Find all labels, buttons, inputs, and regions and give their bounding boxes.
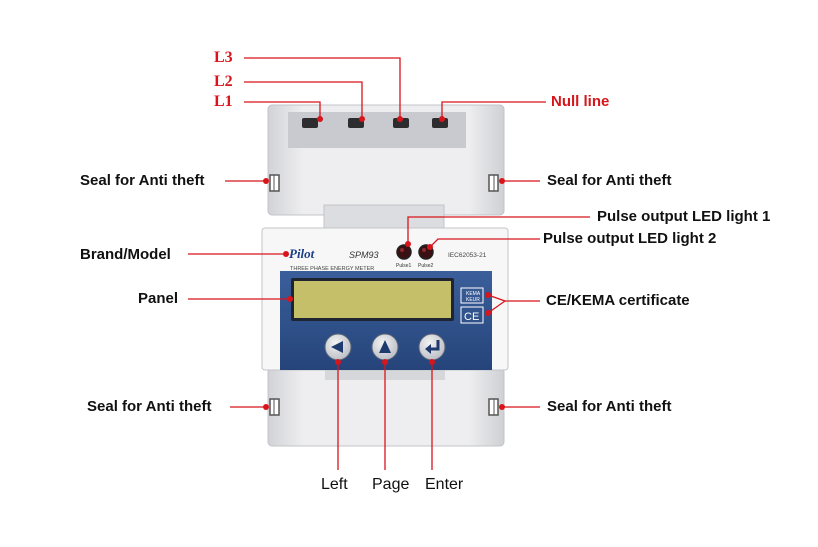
left-button[interactable]	[324, 333, 352, 361]
model-text: SPM93	[349, 250, 379, 260]
page-label: Page	[372, 476, 410, 493]
pulse2-label: Pulse output LED light 2	[543, 230, 717, 247]
l1-leader	[244, 101, 321, 119]
brand-model-label: Brand/Model	[80, 246, 171, 263]
pulse2-text: Pulse2	[418, 263, 434, 269]
pulse1-label: Pulse output LED light 1	[597, 208, 771, 225]
ce-kema-leader	[487, 294, 507, 314]
pulse1-text: Pulse1	[396, 263, 412, 269]
l1-label: L1	[214, 93, 233, 110]
pulse1-led	[396, 244, 412, 260]
seal-clip-top-right	[488, 174, 499, 192]
seal-clip-bottom-left	[269, 398, 280, 416]
seal-clip-bottom-right	[488, 398, 499, 416]
seal-bottom-right-label: Seal for Anti theft	[547, 398, 672, 415]
top-terminal-block	[267, 104, 505, 231]
l2-leader	[244, 81, 363, 119]
null-line-leader	[441, 101, 546, 119]
meter-subtitle: THREE PHASE ENERGY METER	[290, 266, 374, 272]
l2-label: L2	[214, 73, 233, 90]
brand-logo: Pilot	[289, 246, 315, 261]
l3-leader	[244, 57, 401, 119]
seal-top-left-label: Seal for Anti theft	[80, 172, 205, 189]
svg-text:KEMA: KEMA	[466, 291, 481, 297]
arrow-left-icon	[331, 341, 343, 353]
seal-top-right-label: Seal for Anti theft	[547, 172, 672, 189]
enter-return-icon	[425, 340, 440, 354]
panel-label: Panel	[138, 290, 179, 307]
ce-mark: CE	[460, 306, 484, 324]
arrow-up-icon	[379, 340, 391, 353]
standard-text: IEC62053-21	[448, 252, 487, 259]
lcd-display	[291, 278, 454, 321]
null-line-label: Null line	[551, 93, 610, 110]
seal-clip-top-left	[269, 174, 280, 192]
enter-label: Enter	[425, 476, 464, 493]
svg-text:CE: CE	[464, 311, 479, 323]
pulse1-leader	[407, 216, 590, 244]
kema-mark: KEMA KEUR	[460, 287, 484, 304]
pulse2-leader	[429, 238, 540, 248]
left-label: Left	[321, 476, 348, 493]
ce-kema-label: CE/KEMA certificate	[546, 292, 690, 309]
seal-bottom-left-label: Seal for Anti theft	[87, 398, 212, 415]
svg-text:KEUR: KEUR	[466, 297, 480, 303]
l3-label: L3	[214, 49, 233, 66]
